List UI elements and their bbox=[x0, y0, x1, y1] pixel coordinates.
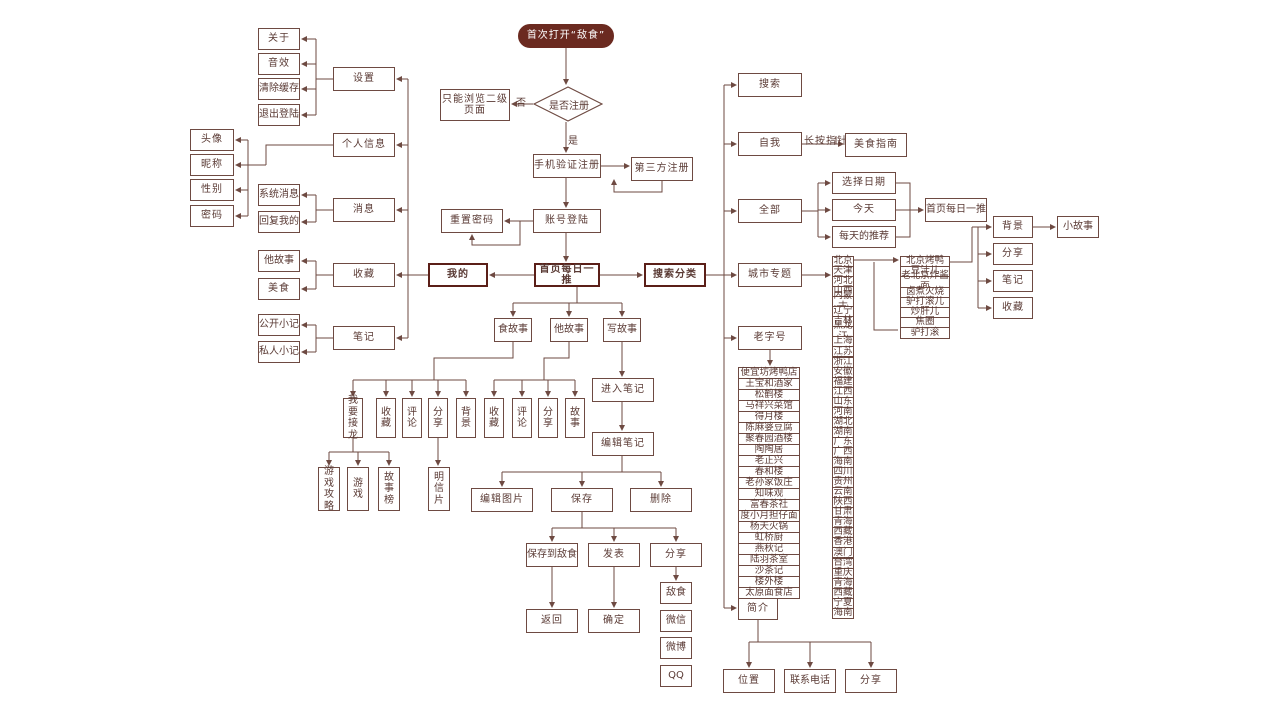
long-press-label: 长按指针 bbox=[804, 136, 848, 147]
start-node: 首次打开“敌食” bbox=[518, 24, 614, 48]
postcard-node: 明 信 片 bbox=[428, 467, 450, 511]
his-story-story: 故 事 bbox=[565, 398, 585, 438]
eat-story-background: 背 景 bbox=[456, 398, 476, 438]
phone-register-node: 手机验证注册 bbox=[533, 154, 601, 178]
intro-phone: 联系电话 bbox=[784, 669, 836, 693]
notes-node: 笔记 bbox=[333, 326, 395, 350]
daily-recommend-node: 每天的推荐 bbox=[832, 226, 896, 248]
select-date-node: 选择日期 bbox=[832, 172, 896, 194]
messages-system: 系统消息 bbox=[258, 184, 300, 206]
notes-public: 公开小记 bbox=[258, 314, 300, 336]
his-story-share: 分 享 bbox=[538, 398, 558, 438]
info-password: 密码 bbox=[190, 205, 234, 227]
his-story-comment: 评 论 bbox=[512, 398, 532, 438]
today-node: 今天 bbox=[832, 199, 896, 221]
story-rank-node: 故 事 榜 bbox=[378, 467, 400, 511]
share-wechat: 微信 bbox=[660, 610, 692, 632]
settings-clear-cache: 清除缓存 bbox=[258, 78, 300, 100]
share-weibo: 微博 bbox=[660, 637, 692, 659]
game-node: 游 戏 bbox=[347, 467, 369, 511]
home-daily-node: 首页每日一推 bbox=[925, 198, 987, 222]
home-node: 首页每日一推 bbox=[534, 263, 600, 287]
search-category-node: 搜索分类 bbox=[644, 263, 706, 287]
enter-notes-node: 进入笔记 bbox=[592, 378, 654, 402]
reset-password-node: 重置密码 bbox=[441, 209, 503, 233]
connector bbox=[265, 144, 333, 165]
share-node: 分享 bbox=[650, 543, 702, 567]
edit-notes-node: 编辑笔记 bbox=[592, 432, 654, 456]
publish-node: 发表 bbox=[588, 543, 640, 567]
connector bbox=[950, 227, 973, 263]
third-party-register-node: 第三方注册 bbox=[631, 157, 693, 181]
eat-story-node: 食故事 bbox=[494, 318, 532, 342]
mine-node: 我的 bbox=[428, 263, 488, 287]
eat-story-favorite: 收 藏 bbox=[376, 398, 396, 438]
eat-story-comment: 评 论 bbox=[402, 398, 422, 438]
personal-info-node: 个人信息 bbox=[333, 133, 395, 157]
connector bbox=[873, 262, 898, 331]
settings-logout: 退出登陆 bbox=[258, 104, 300, 126]
story-background: 背景 bbox=[993, 216, 1033, 238]
food-guide-node: 美食指南 bbox=[845, 133, 907, 157]
game-guide-node: 游 戏 攻 略 bbox=[318, 466, 340, 512]
confirm-node: 确定 bbox=[588, 609, 640, 633]
intro-location: 位置 bbox=[723, 669, 775, 693]
branch-yes-label: 是 bbox=[568, 136, 578, 147]
story-favorite: 收藏 bbox=[993, 297, 1033, 319]
messages-node: 消息 bbox=[333, 198, 395, 222]
delete-node: 删除 bbox=[630, 488, 692, 512]
info-nickname: 昵称 bbox=[190, 154, 234, 176]
intro-node: 简介 bbox=[738, 598, 778, 620]
register-decision-diamond bbox=[533, 86, 603, 122]
write-story-node: 写故事 bbox=[603, 318, 641, 342]
settings-about: 关于 bbox=[258, 28, 300, 50]
intro-share: 分享 bbox=[845, 669, 897, 693]
account-login-node: 账号登陆 bbox=[533, 209, 601, 233]
limited-pages-node: 只能浏览二级 页面 bbox=[440, 89, 510, 121]
eat-story-share: 分 享 bbox=[428, 398, 448, 438]
favorites-his-story: 他故事 bbox=[258, 250, 300, 272]
restaurant-item-20: 太原面食店 bbox=[738, 587, 800, 599]
return-node: 返回 bbox=[526, 609, 578, 633]
messages-reply: 回复我的 bbox=[258, 211, 300, 233]
connector bbox=[543, 342, 570, 380]
little-story-node: 小故事 bbox=[1057, 216, 1099, 238]
connector bbox=[611, 179, 663, 193]
share-qq: QQ bbox=[660, 665, 692, 687]
province-item-35: 海南 bbox=[832, 606, 854, 619]
all-node: 全部 bbox=[738, 199, 802, 223]
favorites-food: 美食 bbox=[258, 278, 300, 300]
search-node: 搜索 bbox=[738, 73, 802, 97]
connector bbox=[433, 342, 514, 380]
nearby-node: 自我 bbox=[738, 132, 802, 156]
share-app: 敌食 bbox=[660, 582, 692, 604]
branch-no-label: 否 bbox=[516, 98, 526, 109]
save-to-app-node: 保存到敌食 bbox=[526, 543, 578, 567]
info-avatar: 头像 bbox=[190, 129, 234, 151]
settings-sound: 音效 bbox=[258, 53, 300, 75]
his-story-node: 他故事 bbox=[550, 318, 588, 342]
info-gender: 性别 bbox=[190, 179, 234, 201]
notes-private: 私人小记 bbox=[258, 341, 300, 363]
city-topic-node: 城市专题 bbox=[738, 263, 802, 287]
connector bbox=[469, 221, 521, 246]
eat-story-relay: 我 要 接 龙 bbox=[343, 395, 363, 441]
favorites-node: 收藏 bbox=[333, 263, 395, 287]
settings-node: 设置 bbox=[333, 67, 395, 91]
time-honored-node: 老字号 bbox=[738, 326, 802, 350]
story-notes: 笔记 bbox=[993, 270, 1033, 292]
edit-image-node: 编辑图片 bbox=[471, 488, 533, 512]
save-node: 保存 bbox=[551, 488, 613, 512]
register-decision-label: 是否注册 bbox=[549, 101, 589, 112]
beijing-food-item-7: 驴打滚 bbox=[900, 327, 950, 339]
his-story-favorite: 收 藏 bbox=[484, 398, 504, 438]
story-share: 分享 bbox=[993, 243, 1033, 265]
